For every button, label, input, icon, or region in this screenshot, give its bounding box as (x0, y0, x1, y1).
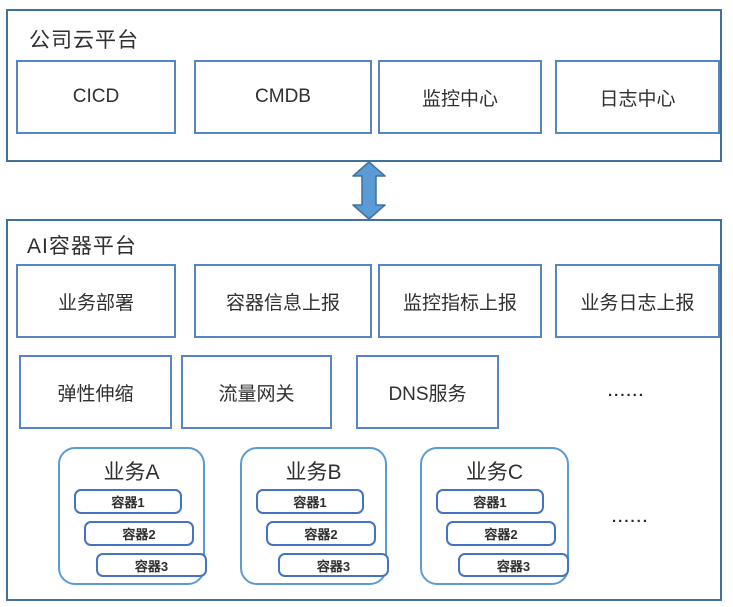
service-c-box: 业务C 容器1 容器2 容器3 (420, 447, 569, 585)
dns-service-box: DNS服务 (356, 355, 499, 429)
service-b-container-1: 容器1 (256, 489, 364, 514)
bidirectional-arrow-icon (350, 161, 388, 220)
service-b-title: 业务B (285, 461, 342, 484)
monitoring-center-box: 监控中心 (378, 60, 542, 134)
service-b-container-2: 容器2 (266, 521, 376, 546)
company-cloud-platform-title: 公司云平台 (29, 29, 139, 52)
ai-container-platform-box: AI容器平台 业务部署 容器信息上报 监控指标上报 业务日志上报 弹性伸缩 流量… (6, 219, 722, 601)
monitor-metrics-report-box: 监控指标上报 (378, 264, 542, 338)
container-info-report-box: 容器信息上报 (194, 264, 372, 338)
service-c-title: 业务C (465, 461, 524, 484)
service-a-box: 业务A 容器1 容器2 容器3 (58, 447, 207, 585)
traffic-gateway-box: 流量网关 (181, 355, 332, 429)
row2-ellipsis: ...... (608, 383, 646, 400)
service-a-container-2: 容器2 (84, 521, 194, 546)
elastic-scaling-box: 弹性伸缩 (19, 355, 172, 429)
service-a-container-1: 容器1 (74, 489, 182, 514)
service-b-container-3: 容器3 (278, 553, 389, 577)
ai-container-platform-title: AI容器平台 (27, 235, 137, 258)
business-deploy-box: 业务部署 (16, 264, 176, 338)
services-ellipsis: ...... (612, 509, 650, 526)
business-log-report-box: 业务日志上报 (555, 264, 720, 338)
log-center-box: 日志中心 (555, 60, 720, 134)
service-a-title: 业务A (103, 461, 160, 484)
service-c-container-3: 容器3 (458, 553, 569, 577)
service-a-container-3: 容器3 (96, 553, 207, 577)
cicd-box: CICD (16, 60, 176, 134)
service-b-box: 业务B 容器1 容器2 容器3 (240, 447, 389, 585)
service-c-container-1: 容器1 (436, 489, 544, 514)
company-cloud-platform-box: 公司云平台 CICD CMDB 监控中心 日志中心 (6, 9, 722, 162)
service-c-container-2: 容器2 (446, 521, 556, 546)
cmdb-box: CMDB (194, 60, 372, 134)
